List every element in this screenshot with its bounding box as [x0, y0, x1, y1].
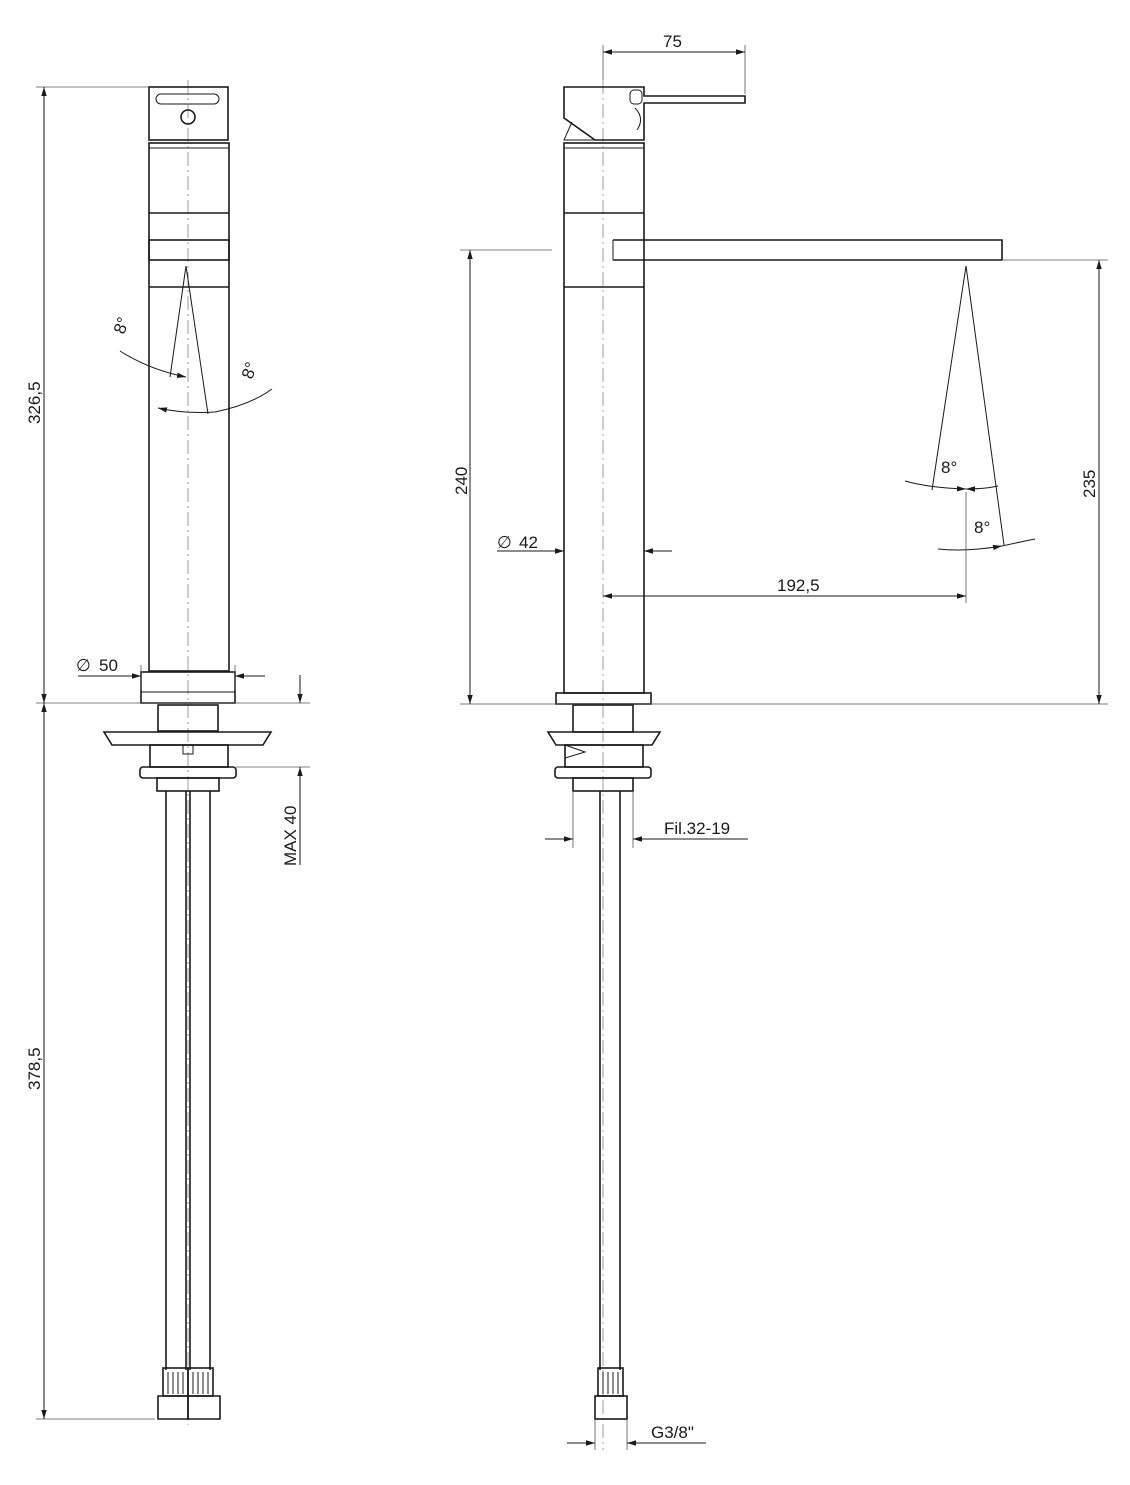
side-diameter-symbol: ∅: [497, 533, 512, 552]
front-nut: [149, 744, 229, 768]
front-diameter-symbol: ∅: [76, 656, 91, 675]
front-view: 8° 8° 326,5 378,5 MAX 40 ∅ 50: [25, 80, 310, 1425]
thread-dim: Fil.32-19: [545, 791, 748, 848]
front-diameter-label: 50: [99, 656, 118, 675]
spout-height-label: 240: [452, 467, 471, 495]
front-washer: [102, 731, 273, 746]
side-body: [563, 142, 645, 694]
max-deck-dim: MAX 40: [236, 675, 310, 866]
outlet-height-dim: 235: [1002, 259, 1108, 704]
outlet-height-label: 235: [1080, 470, 1099, 498]
front-spout-section: [148, 239, 230, 261]
side-spray-angles: 8° 8°: [904, 265, 1036, 551]
side-spout: [613, 239, 1003, 261]
side-diameter-label: 42: [519, 533, 538, 552]
side-washer: [546, 731, 662, 746]
front-angle-left-label: 8°: [110, 315, 133, 337]
front-height-dim: 326,5 378,5: [25, 86, 310, 1420]
front-hose-fitting-right: [187, 1367, 214, 1397]
front-hose-nut-left: [157, 1395, 189, 1420]
spout-height-dim: 240: [452, 249, 1108, 705]
front-hose-collar: [156, 777, 220, 792]
side-angle-lower-label: 8°: [974, 518, 990, 537]
handle-length-label: 75: [663, 32, 682, 51]
front-body: [148, 142, 230, 672]
spout-reach-dim: 192,5: [603, 492, 967, 603]
side-hose-collar: [572, 777, 634, 792]
front-hose-nut-right: [187, 1395, 221, 1420]
total-height-label: 326,5: [25, 381, 44, 424]
side-hose: [594, 791, 628, 1420]
handle-length-dim: 75: [602, 32, 746, 94]
front-handle-pin: [180, 109, 196, 125]
max-deck-label: MAX 40: [281, 806, 300, 866]
front-hose-fitting-left: [162, 1367, 189, 1397]
front-shank: [157, 704, 219, 732]
hose-connection-label: G3/8": [651, 1423, 694, 1442]
side-handle: [563, 86, 746, 141]
front-diameter-dim: ∅ 50: [76, 656, 265, 690]
front-angle-right-label: 8°: [238, 360, 261, 382]
front-swivel-angles: 8° 8°: [110, 265, 273, 415]
side-base-ring: [555, 692, 652, 705]
side-diameter-dim: ∅ 42: [497, 533, 672, 554]
side-view: 8° 8° 75 240 235 ∅ 42: [452, 32, 1108, 1450]
side-hose-nut: [594, 1395, 628, 1420]
side-hose-fitting: [597, 1367, 624, 1397]
front-hoses: [157, 791, 221, 1420]
side-angle-upper-label: 8°: [941, 458, 957, 477]
side-nut: [564, 744, 644, 768]
hose-connection-dim: G3/8": [567, 1420, 706, 1450]
thread-label: Fil.32-19: [664, 819, 730, 838]
front-handle-cap: [148, 86, 229, 141]
hose-length-label: 378,5: [25, 1047, 44, 1090]
spout-reach-label: 192,5: [777, 576, 820, 595]
front-handle-slot: [155, 93, 220, 105]
